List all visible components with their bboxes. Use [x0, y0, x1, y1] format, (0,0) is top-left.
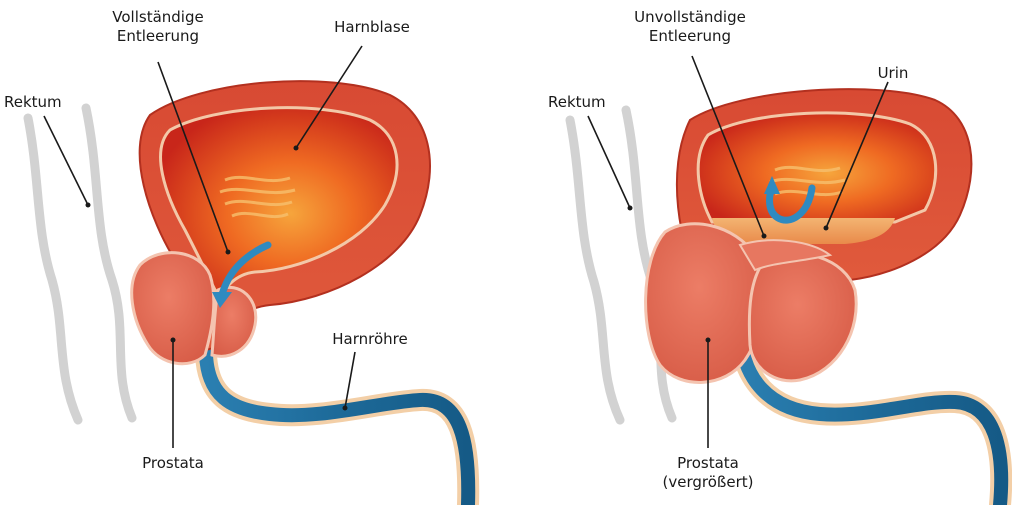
bladder-cavity [698, 113, 936, 222]
label-prostate-enlarged: Prostata (vergrößert) [652, 454, 764, 492]
label-incomplete-emptying-line1: Unvollständige [620, 8, 760, 27]
label-urethra: Harnröhre [320, 330, 420, 349]
label-complete-emptying-line2: Entleerung [98, 27, 218, 46]
label-complete-emptying: Vollständige Entleerung [98, 8, 218, 46]
label-prostate-left: Prostata [128, 454, 218, 473]
panel-normal [28, 46, 468, 505]
label-bladder: Harnblase [322, 18, 422, 37]
label-incomplete-emptying-line2: Entleerung [620, 27, 760, 46]
label-rectum-left: Rektum [4, 93, 84, 112]
label-complete-emptying-line1: Vollständige [98, 8, 218, 27]
label-prostate-enlarged-line2: (vergrößert) [652, 473, 764, 492]
urethra-tube [206, 355, 468, 505]
rectum-shape [28, 108, 132, 420]
panel-enlarged [570, 56, 1001, 505]
label-incomplete-emptying: Unvollständige Entleerung [620, 8, 760, 46]
label-prostate-enlarged-line1: Prostata [652, 454, 764, 473]
label-rectum-right: Rektum [548, 93, 628, 112]
label-urine: Urin [868, 64, 918, 83]
